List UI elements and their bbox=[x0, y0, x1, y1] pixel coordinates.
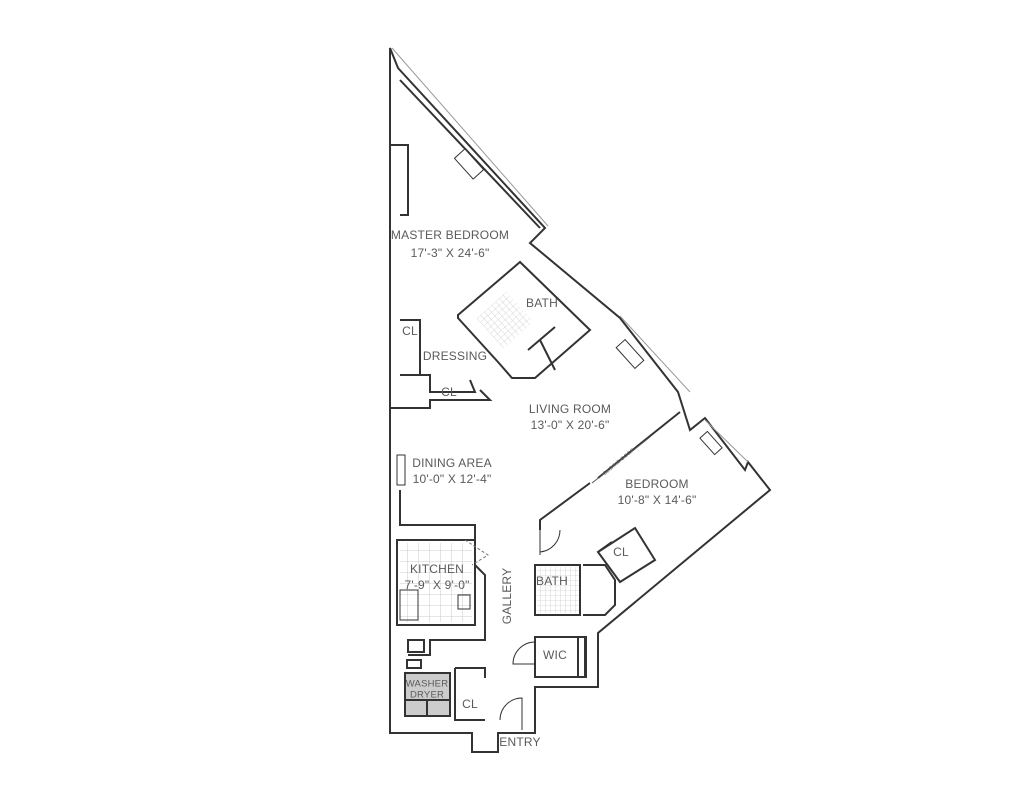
exterior-thick-wall bbox=[390, 144, 409, 216]
master-bedroom-dims: 17'-3" X 24'-6" bbox=[410, 246, 490, 260]
bath-2-walls bbox=[534, 564, 581, 616]
bedroom-closet bbox=[596, 526, 657, 584]
bedroom-dims: 10'-8" X 14'-6" bbox=[617, 493, 697, 507]
master-bath-label: BATH bbox=[526, 296, 558, 310]
exterior-wall bbox=[389, 47, 772, 753]
entry-closet-label: CL bbox=[462, 697, 478, 711]
kitchen-walls bbox=[396, 539, 476, 626]
dining-area-dims: 10'-0" X 12'-4" bbox=[412, 472, 492, 486]
bath-2-label: BATH bbox=[536, 574, 568, 588]
wic-label: WIC bbox=[543, 648, 567, 662]
bedroom-closet-label: CL bbox=[613, 545, 629, 559]
living-room-dims: 13'-0" X 20'-6" bbox=[530, 418, 610, 432]
living-room-label: LIVING ROOM bbox=[528, 402, 612, 416]
washer-label: WASHER bbox=[405, 678, 449, 690]
entry-closet bbox=[454, 667, 486, 721]
dressing-closet bbox=[400, 319, 477, 393]
master-bedroom-label: MASTER BEDROOM bbox=[390, 228, 510, 242]
dining-kitchen-wall bbox=[399, 490, 476, 540]
gallery-label: GALLERY bbox=[500, 567, 514, 625]
dining-area-label: DINING AREA bbox=[412, 456, 492, 470]
dryer-label: DRYER bbox=[409, 689, 445, 701]
bedroom-label: BEDROOM bbox=[625, 477, 689, 491]
master-closet-label: CL bbox=[402, 324, 418, 338]
bath-2-shower bbox=[583, 564, 616, 616]
dressing-closet-label: CL bbox=[441, 385, 457, 399]
master-bath-wall bbox=[457, 260, 592, 379]
entry-label: ENTRY bbox=[499, 735, 541, 749]
kitchen-label: KITCHEN bbox=[409, 562, 465, 576]
kitchen-dims: 7'-9" X 9'-0" bbox=[404, 578, 470, 592]
dressing-label: DRESSING bbox=[422, 349, 488, 363]
master-bedroom-bottom-wall bbox=[390, 389, 493, 409]
